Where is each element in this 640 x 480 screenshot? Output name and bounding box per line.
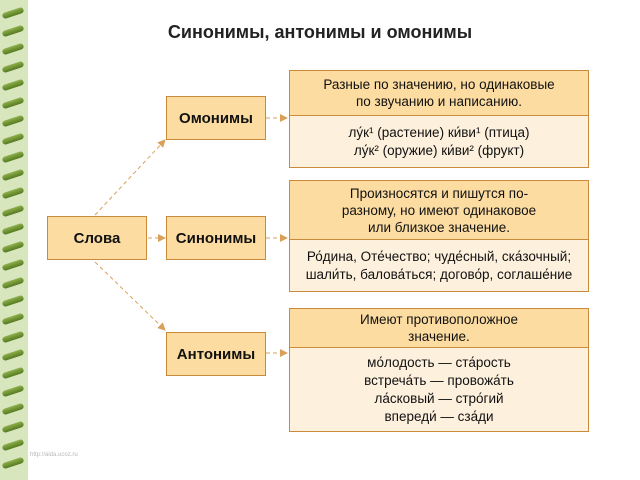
node-antonyms: Антонимы	[166, 332, 266, 376]
antonyms-examples: мо́лодость — ста́рость встреча́ть — пров…	[289, 348, 589, 432]
node-homonyms: Омонимы	[166, 96, 266, 140]
node-synonyms: Синонимы	[166, 216, 266, 260]
page-title: Синонимы, антонимы и омонимы	[167, 22, 473, 42]
homonyms-examples: лу́к¹ (растение) ки́ви¹ (птица) лу́к² (о…	[289, 116, 589, 168]
synonyms-examples: Ро́дина, Оте́чество; чуде́сный, ска́зочн…	[289, 240, 589, 292]
antonyms-definition: Имеют противоположное значение.	[289, 308, 589, 348]
node-words: Слова	[47, 216, 147, 260]
watermark-url: http://aida.ucoz.ru	[30, 452, 78, 458]
synonyms-definition: Произносятся и пишутся по- разному, но и…	[289, 180, 589, 240]
notebook-spiral	[0, 0, 28, 480]
homonyms-definition: Разные по значению, но одинаковые по зву…	[289, 70, 589, 116]
